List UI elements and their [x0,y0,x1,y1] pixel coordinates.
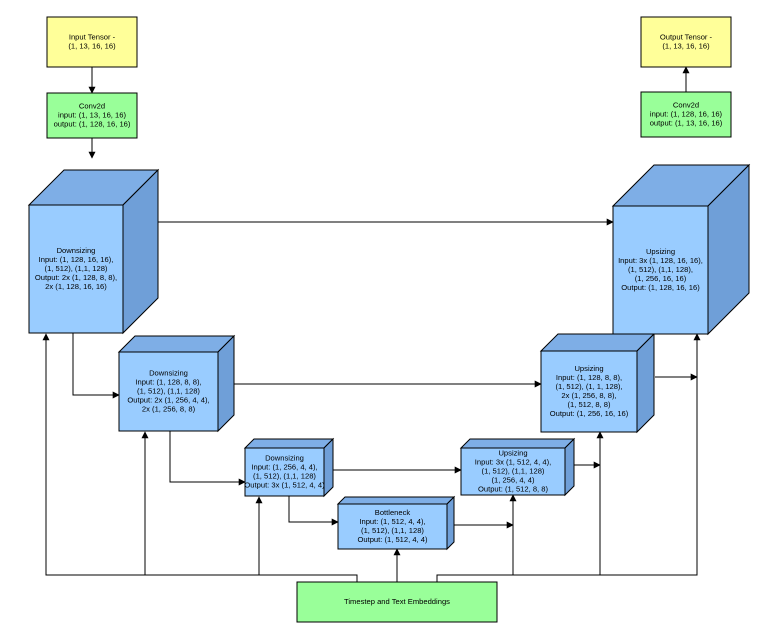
input-tensor-node-label-line: Input Tensor - [69,33,116,42]
timestep-text-embeddings-node-label-line: Timestep and Text Embeddings [344,597,450,606]
downsizing-block-3-label-line: Downsizing [265,454,304,463]
arrow-down3-to-bottleneck [288,495,339,526]
input-tensor-node-label-line: (1, 13, 16, 16) [68,42,116,51]
downsizing-block-2-label-line: 2x (1, 256, 8, 8) [142,405,196,414]
upsizing-block-3-top-face [459,438,576,449]
upsizing-block-3-front-face [460,447,566,496]
timestep-text-embeddings-node-box [296,581,498,623]
downsizing-block-3-front-face [244,447,325,497]
downsizing-block-1-label-line: 2x (1, 128, 16, 16) [45,282,107,291]
downsizing-block-1-label-line: (1, 512), (1,1, 128) [45,264,108,273]
upsizing-block-1-label-line: (1, 256, 16, 16) [635,274,687,283]
downsizing-block-1-label-line: Output: 2x (1, 128, 8, 8), [35,273,117,282]
conv-in-node-label-line: input: (1, 13, 16, 16) [58,111,126,120]
downsizing-block-2-label-line: Downsizing [149,369,188,378]
downsizing-block-1-label-line: Input: (1, 128, 16, 16), [39,255,114,264]
input-tensor-node-box [46,16,138,68]
output-tensor-node: Output Tensor -(1, 13, 16, 16) [640,16,732,68]
conv-out-node-label-line: input: (1, 128, 16, 16) [650,110,723,119]
bottleneck-block-label-line: Output: (1, 512, 4, 4) [357,535,428,544]
conv-in-node-label-line: output: (1, 128, 16, 16) [54,120,131,129]
arrow-down1-to-down2 [72,333,120,399]
downsizing-block-3-side-face [323,437,334,498]
conv-in-node-box [46,92,138,139]
upsizing-block-3-label-line: Input: 3x (1, 512, 4, 4), [475,458,551,467]
bottleneck-block-side-face [446,495,455,551]
bottleneck-block-label-line: Bottleneck [375,508,411,517]
upsizing-block-1-front-face [612,205,709,335]
output-tensor-node-box [640,16,732,68]
upsizing-block-3-label-line: Output: (1, 512, 8, 8) [478,485,549,494]
upsizing-block-3-side-face [564,437,575,497]
downsizing-block-3-top-face [243,438,335,449]
upsizing-block-2-label-line: Upsizing [574,364,603,373]
downsizing-block-3-label-line: Input: (1, 256, 4, 4), [251,463,317,472]
upsizing-block-1-label-line: (1, 512), (1,1, 128), [628,265,693,274]
upsizing-block-1-label-line: Input: 3x (1, 128, 16, 16), [618,256,703,265]
bottleneck-block-front-face [337,503,448,550]
arrow-embedding-to-down3 [255,496,357,576]
output-tensor-node-label-line: (1, 13, 16, 16) [662,42,710,51]
arrow-embedding-to-up1 [436,333,701,582]
downsizing-block-2-label-line: (1, 512), (1,1, 128) [137,387,200,396]
input-tensor-node: Input Tensor -(1, 13, 16, 16) [46,16,138,68]
downsizing-block-2-top-face [117,335,236,353]
upsizing-block-3-label-line: (1, 512), (1,1, 128) [482,467,545,476]
arrow-down2-to-down3 [169,430,246,486]
upsizing-block-3-label-line: Upsizing [498,449,527,458]
bottleneck-block-label-line: (1, 512), (1,1, 128) [361,526,424,535]
bottleneck-block-label-line: Input: (1, 512, 4, 4), [359,517,425,526]
upsizing-block-2-label-line: (1, 512, 8, 8) [567,400,611,409]
upsizing-block-3-label-line: (1, 256, 4, 4) [491,476,535,485]
upsizing-block-2-label-line: Output: (1, 256, 16, 16) [550,409,629,418]
upsizing-block-2-front-face [540,350,638,433]
downsizing-block-2-side-face [217,334,235,433]
upsizing-block-2-label-line: 2x (1, 256, 8, 8), [561,391,616,400]
downsizing-block-1-label-line: Downsizing [57,246,96,255]
conv-out-node-label-line: Conv2d [673,101,699,110]
conv-out-node-box [640,91,732,138]
downsizing-block-2-label-line: Input: (1, 128, 8, 8), [135,378,201,387]
downsizing-block-1-front-face [28,204,124,334]
bottleneck-block-top-face [336,496,456,505]
downsizing-block-3-label-line: Output: 3x (1, 512, 4, 4) [244,481,325,490]
upsizing-block-2-label-line: (1, 512), (1, 1, 128), [555,382,622,391]
upsizing-block-2-top-face [539,333,656,352]
output-tensor-node-label-line: Output Tensor - [660,33,713,42]
downsizing-block-3-label-line: (1, 512), (1,1, 128) [253,472,316,481]
upsizing-block-2-side-face [636,332,655,434]
conv-out-node-label-line: output: (1, 13, 16, 16) [650,119,723,128]
downsizing-block-2-front-face [118,351,219,432]
conv-in-node-label-line: Conv2d [79,102,105,111]
diagram-nodes: Input Tensor -(1, 13, 16, 16)Conv2dinput… [27,16,751,623]
downsizing-block-2-label-line: Output: 2x (1, 256, 4, 4), [127,396,209,405]
timestep-text-embeddings-node: Timestep and Text Embeddings [296,581,498,623]
upsizing-block-2-label-line: Input: (1, 128, 8, 8), [556,373,622,382]
upsizing-block-1-label-line: Output: (1, 128, 16, 16) [621,283,700,292]
upsizing-block-1-label-line: Upsizing [646,247,675,256]
